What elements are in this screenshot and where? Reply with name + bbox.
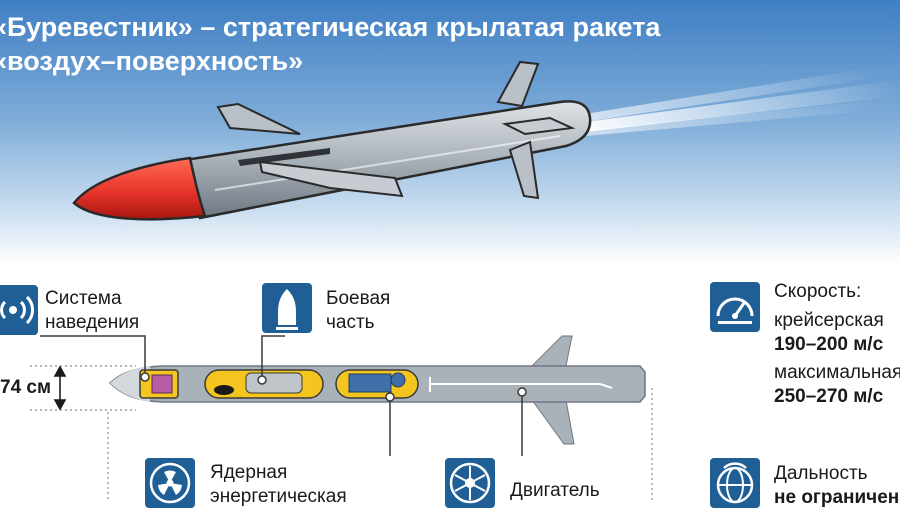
speed-block: Скорость: крейсерская 190–200 м/с максим… [774, 280, 900, 409]
guidance-label: Система наведения [45, 287, 139, 335]
guidance-label-line-1: Система [45, 288, 122, 309]
warhead-label-line-2: часть [326, 312, 375, 333]
page-title: «Буревестник» – стратегическая крылатая … [0, 10, 900, 78]
dotted-guides [30, 365, 653, 500]
engine-fan-icon [445, 458, 495, 508]
warhead-label-line-1: Боевая [326, 288, 391, 309]
exhaust-trail [585, 68, 900, 136]
max-speed-value: 250–270 м/с [774, 386, 884, 407]
callout-lines [40, 335, 523, 456]
nuclear-label-line-1: Ядерная [210, 462, 288, 483]
range-value: не ограничена [774, 487, 900, 508]
radiation-icon [145, 458, 195, 508]
diameter-marker [53, 365, 67, 411]
title-line-2: «воздух–поверхность» [0, 46, 304, 76]
range-title: Дальность [774, 463, 868, 484]
speed-title: Скорость: [774, 281, 862, 302]
title-line-1: «Буревестник» – стратегическая крылатая … [0, 12, 661, 42]
nuclear-label: Ядерная энергетическая [210, 461, 347, 509]
callout-dots [140, 372, 527, 402]
missile-schematic [108, 335, 646, 445]
engine-label: Двигатель [510, 480, 600, 501]
warhead-icon [262, 283, 312, 333]
nuclear-label-line-2: энергетическая [210, 486, 347, 507]
max-speed-label: максимальная [774, 362, 900, 383]
warhead-label: Боевая часть [326, 287, 390, 335]
missile-illustration [72, 60, 592, 221]
guidance-label-line-2: наведения [45, 312, 140, 333]
diameter-label: 74 см [0, 377, 52, 398]
speedometer-icon [710, 282, 760, 332]
wifi-signal-icon [0, 285, 38, 335]
globe-icon [710, 458, 760, 508]
cruise-speed-label: крейсерская [774, 310, 884, 331]
range-block: Дальность не ограничена [774, 462, 900, 510]
cruise-speed-value: 190–200 м/с [774, 334, 884, 355]
